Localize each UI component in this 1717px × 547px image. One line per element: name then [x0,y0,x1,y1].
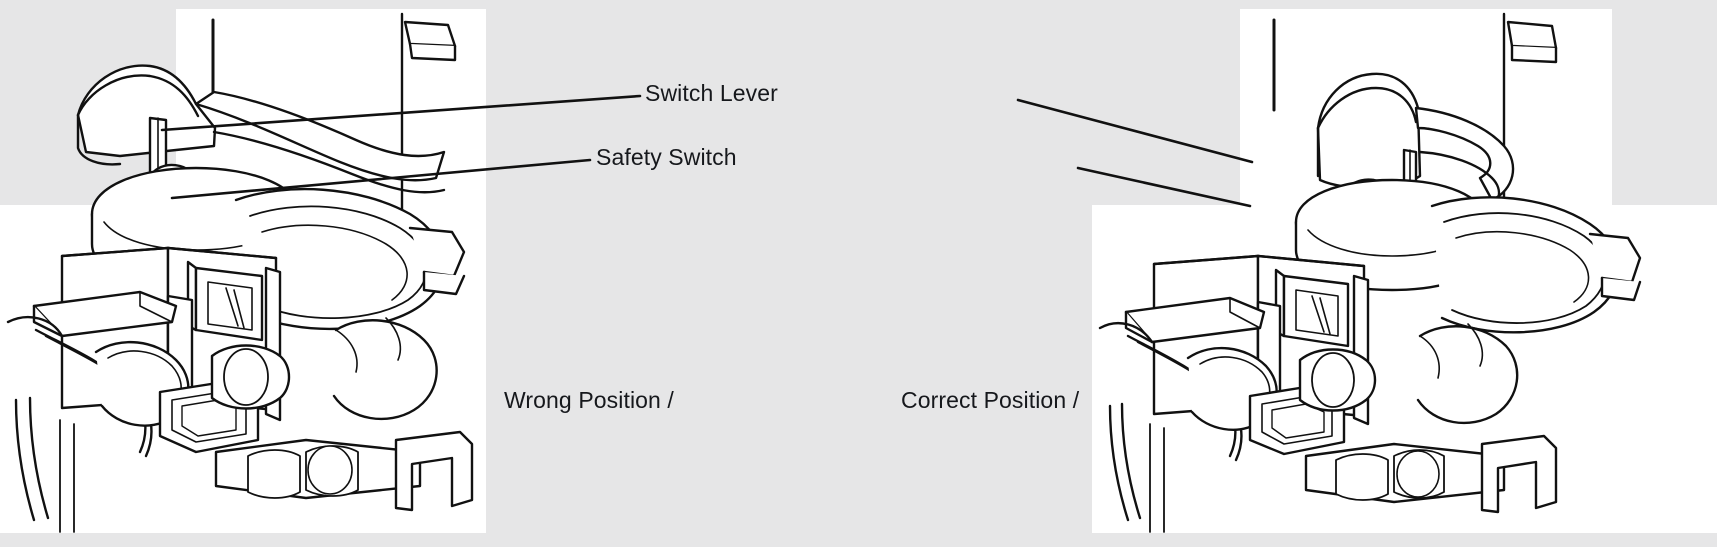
caption-wrong-position: Wrong Position / [504,387,674,413]
leader-line-switch-lever [160,94,642,132]
callout-label-safety-switch: Safety Switch [596,144,737,170]
leader-line-correct-lower [1076,166,1252,208]
leader-line-safety-switch [170,158,592,200]
leader-line-correct-upper [1016,98,1254,164]
caption-correct-position: Correct Position / [901,387,1080,413]
callout-label-switch-lever: Switch Lever [645,80,778,106]
